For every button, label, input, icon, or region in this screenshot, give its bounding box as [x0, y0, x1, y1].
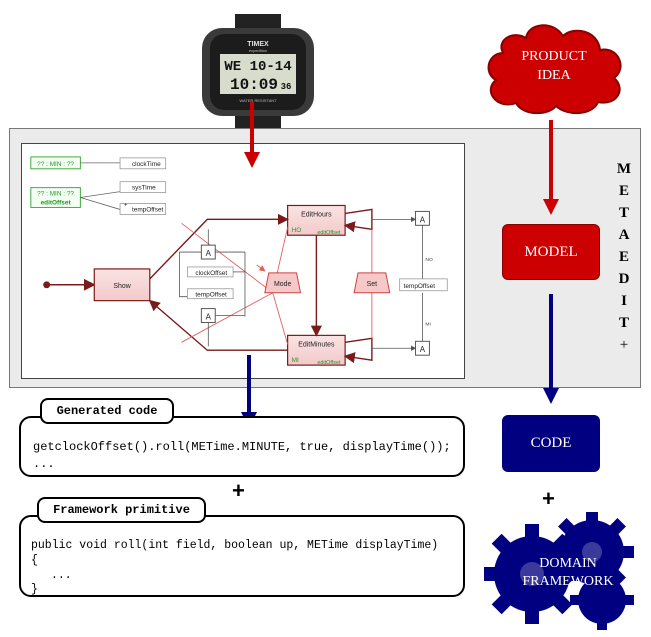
framework-primitive-title-text: Framework primitive [53, 503, 190, 517]
systime-box [119, 181, 167, 193]
tempoffset-mid-box [187, 288, 234, 300]
clockoffset-text: clockOffset [195, 270, 227, 277]
connector-line [80, 197, 121, 210]
model-label: MODEL [524, 243, 578, 260]
metaedit-letter: I [621, 293, 627, 309]
code-label: CODE [530, 435, 572, 451]
generated-code-title: Generated code [40, 398, 174, 424]
metaedit-letter: E [618, 183, 629, 199]
tempoffset-mid-text: tempOffset [195, 292, 227, 299]
primitive-line1: public void roll(int field, boolean up, … [31, 539, 439, 552]
model-box: MODEL [502, 224, 600, 280]
generated-code-title-text: Generated code [56, 404, 158, 418]
edit-label-bottom: editOffset [41, 199, 72, 206]
watch-row2b: 36 [281, 82, 292, 92]
plus-sign-text: + [124, 202, 128, 208]
a-box-4 [415, 340, 430, 356]
watch-display [220, 54, 296, 94]
primitive-line2: { [31, 554, 38, 567]
framework-line1: DOMAIN [539, 556, 597, 571]
metaedit-vertical-label: M E T A E D I T + [614, 158, 634, 356]
edit-label-top: ?? : MIN : ?? [37, 191, 74, 198]
watch-image: TIMEX expedition WE 10-14 10:09 36 WATER… [202, 14, 314, 132]
mi-v-text: MI [425, 321, 431, 327]
a1-text: A [206, 249, 212, 258]
clocktime-box [119, 157, 167, 170]
cloud-line2: IDEA [537, 68, 571, 83]
set-button [353, 272, 391, 294]
framework-primitive-title: Framework primitive [37, 497, 206, 523]
set-text: Set [367, 281, 377, 288]
code-box: CODE [502, 415, 600, 472]
generated-code-line2: ... [33, 457, 55, 471]
domain-framework-gears: DOMAIN FRAMEWORK [484, 512, 634, 630]
watch-sub: expedition [249, 48, 267, 53]
editoffset-b-text: editOffset [317, 360, 341, 366]
tempoffset-right-box [399, 278, 448, 292]
editminutes-self-loop [343, 337, 373, 364]
framework-primitive-box: public void roll(int field, boolean up, … [19, 515, 465, 597]
show-to-edithours [149, 213, 290, 280]
a3-text: A [420, 215, 426, 224]
edithours-text: EditHours [301, 211, 332, 218]
cloud-line1: PRODUCT [521, 49, 587, 64]
show-text: Show [113, 283, 131, 290]
edithours-self-loop [343, 208, 373, 233]
metaedit-letter: E [618, 249, 629, 265]
watch-band-text: WATER RESISTANT [239, 98, 277, 103]
plus-sign-left: + [232, 478, 245, 503]
metaedit-letter: D [618, 271, 630, 287]
watch-row1: WE 10-14 [224, 59, 291, 75]
tempoffset-small-box [119, 203, 167, 215]
a4-text: A [420, 345, 426, 354]
mi-text: MI [292, 357, 299, 364]
no-text: NO [425, 257, 433, 263]
watch-brand: TIMEX [247, 41, 269, 48]
watch-row2: 10:09 [230, 76, 278, 94]
tempoffset-small-text: tempOffset [132, 206, 164, 213]
mode-arrow-in [256, 264, 266, 272]
mode-link-bottom [181, 292, 289, 345]
tempoffset-right-text: tempOffset [404, 283, 436, 290]
primitive-line3: ... [51, 569, 72, 582]
systime-text: sysTime [132, 185, 156, 192]
a2-text: A [206, 313, 212, 322]
connector-line [80, 191, 121, 198]
gear-icon [570, 568, 634, 630]
generated-code-line1: getclockOffset().roll(METime.MINUTE, tru… [33, 440, 451, 454]
editoffset-a-text: editOffset [317, 230, 341, 236]
framework-line2: FRAMEWORK [522, 574, 613, 589]
metaedit-letter: A [618, 227, 630, 243]
mode-button [264, 272, 302, 294]
generated-code-box: getclockOffset().roll(METime.MINUTE, tru… [19, 416, 465, 477]
show-state [93, 268, 151, 302]
primitive-line4: } [31, 583, 38, 596]
metaedit-letter: T [618, 315, 629, 331]
editminutes-to-show [148, 299, 288, 351]
initial-state-dot [43, 281, 51, 289]
metaedit-letter: M [616, 161, 632, 177]
clocktime-text: clockTime [132, 161, 161, 168]
plus-sign-right: + [542, 486, 555, 511]
cloud-shape [487, 24, 622, 115]
state-diagram: ?? : MIN : ?? clockTime ?? : MIN : ?? ed… [21, 143, 465, 379]
mode-text: Mode [274, 281, 291, 288]
metaedit-letter: T [618, 205, 629, 221]
metaedit-letter: + [619, 337, 629, 353]
product-idea-cloud: PRODUCT IDEA [487, 24, 622, 115]
clock-label-text: ?? : MIN : ?? [37, 161, 74, 168]
edithours-state [287, 204, 346, 236]
ho-text: HO [292, 227, 302, 234]
gear-icon [484, 524, 582, 624]
connector-line [179, 251, 202, 298]
editminutes-text: EditMinutes [298, 341, 335, 348]
